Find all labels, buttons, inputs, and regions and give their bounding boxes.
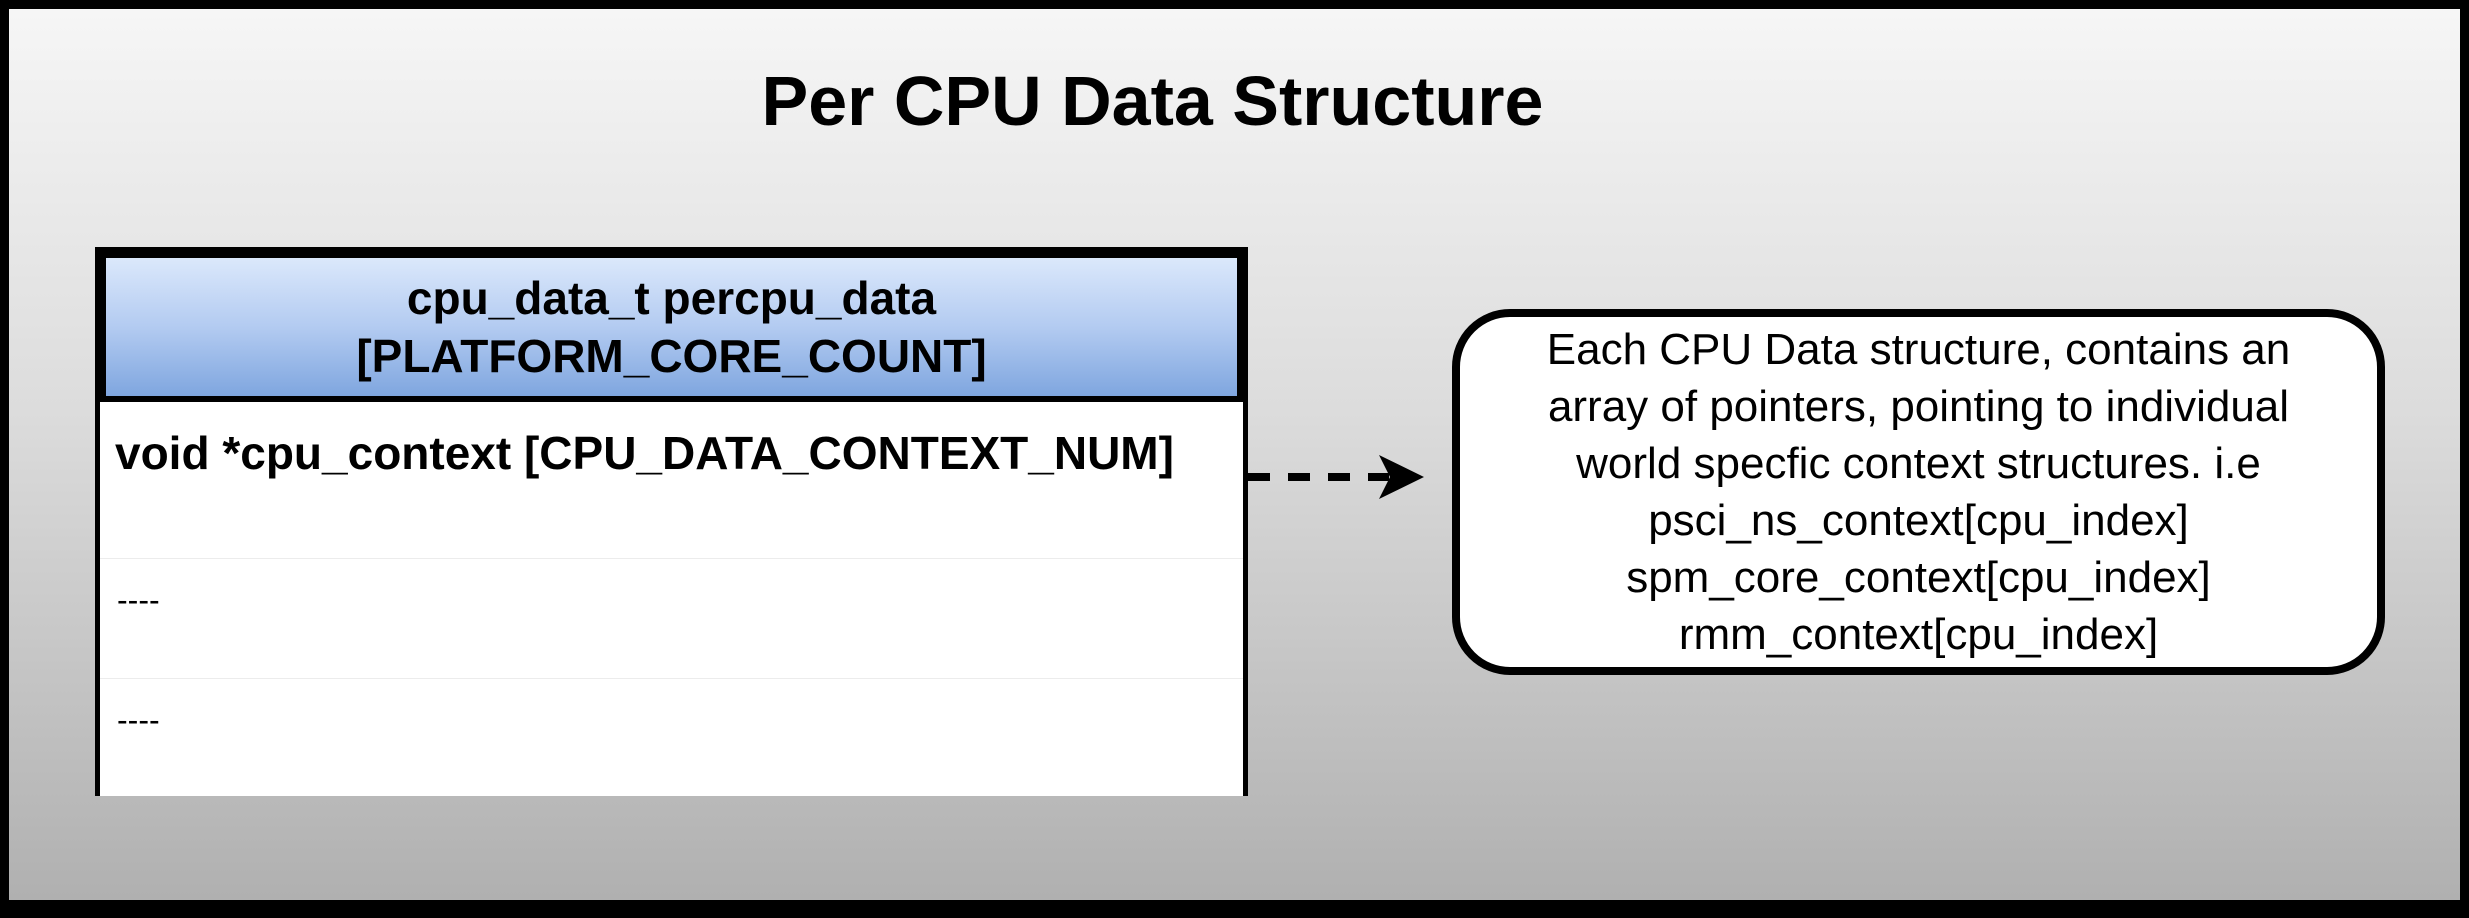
note-line: world specfic context structures. i.e	[1576, 439, 2261, 488]
note-line: array of pointers, pointing to individua…	[1547, 382, 2290, 431]
struct-field-cpu-context: void *cpu_context [CPU_DATA_CONTEXT_NUM]	[100, 402, 1243, 559]
note-line-psci: psci_ns_context[cpu_index]	[1648, 496, 2189, 545]
struct-header-count: [PLATFORM_CORE_COUNT]	[356, 330, 987, 382]
note-line: Each CPU Data structure, contains an	[1546, 325, 2291, 374]
note-line-rmm: rmm_context[cpu_index]	[1678, 610, 2159, 659]
struct-field-placeholder: ----	[100, 559, 1243, 679]
cpu-context-label: void *cpu_context [CPU_DATA_CONTEXT_NUM]	[115, 427, 1174, 479]
struct-field-placeholder: ----	[100, 679, 1243, 796]
arrowhead-icon	[1379, 455, 1424, 499]
struct-header: cpu_data_t percpu_data [PLATFORM_CORE_CO…	[100, 252, 1243, 402]
note-line-spm: spm_core_context[cpu_index]	[1626, 553, 2211, 602]
placeholder-text: ----	[117, 582, 160, 618]
cpu-data-struct-box: cpu_data_t percpu_data [PLATFORM_CORE_CO…	[95, 247, 1248, 796]
struct-header-name: cpu_data_t percpu_data	[406, 272, 937, 324]
context-note-box: Each CPU Data structure, contains an arr…	[1452, 309, 2385, 675]
placeholder-text: ----	[117, 702, 160, 738]
diagram-title: Per CPU Data Structure	[761, 62, 1544, 140]
dashed-arrow-connector	[1248, 455, 1424, 499]
